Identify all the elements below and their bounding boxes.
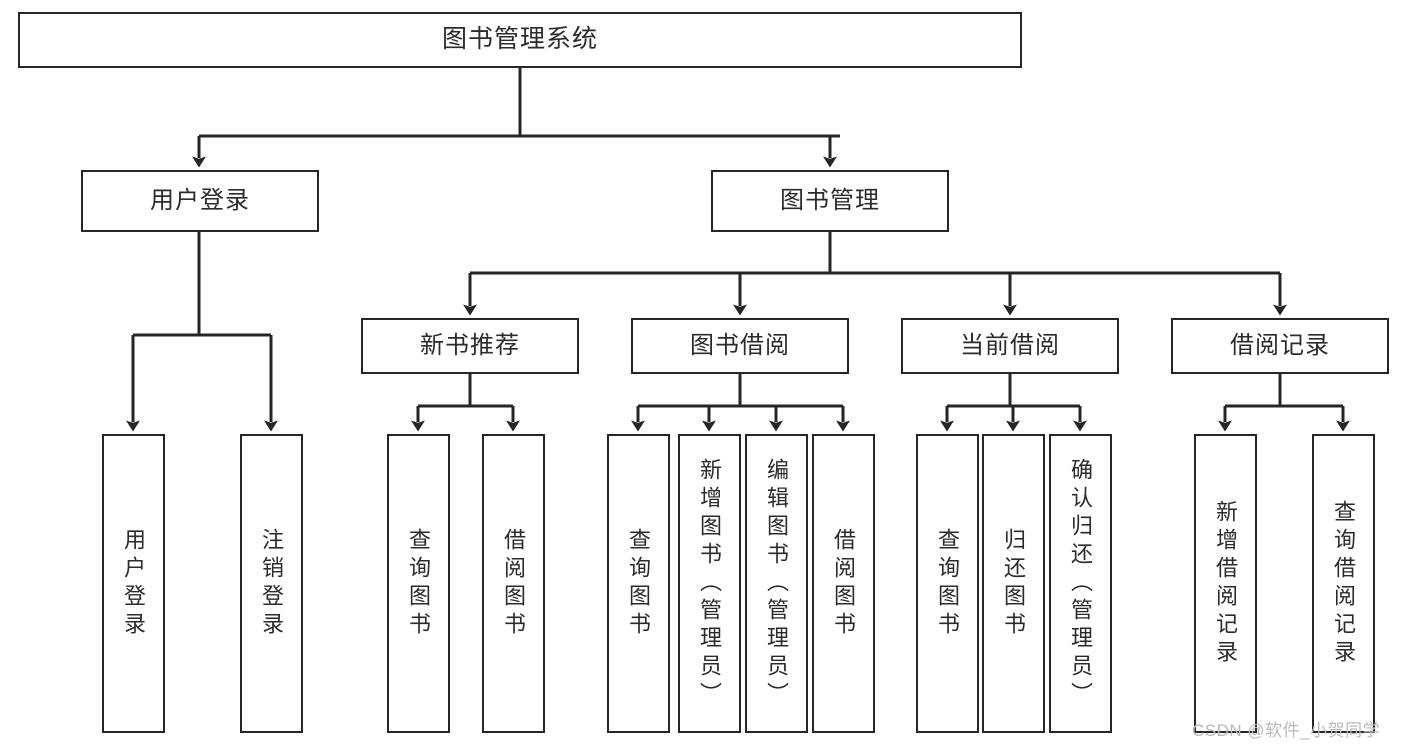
node-book-management[interactable]: 图书管理 [711,170,949,232]
leaf-query-book-current-label: 查询图书 [935,527,961,640]
node-user-login-label: 用户登录 [150,186,250,214]
leaf-query-borrow-record-label: 查询借阅记录 [1331,499,1357,668]
leaf-edit-book-admin-label: 编辑图书（管理员） [764,457,790,710]
leaf-add-book-admin-label: 新增图书（管理员） [697,457,723,710]
leaf-return-book[interactable]: 归还图书 [982,434,1045,733]
node-book-borrow-label: 图书借阅 [690,331,790,359]
node-current-borrow-label: 当前借阅 [960,331,1060,359]
leaf-user-login[interactable]: 用户登录 [102,434,165,733]
node-borrow-record-label: 借阅记录 [1230,331,1330,359]
csdn-watermark: CSDN @软件_小贺同学 [1192,721,1381,740]
leaf-confirm-return-admin[interactable]: 确认归还（管理员） [1049,434,1112,733]
leaf-add-borrow-record-label: 新增借阅记录 [1213,499,1239,668]
leaf-add-borrow-record[interactable]: 新增借阅记录 [1194,434,1257,733]
leaf-logout-label: 注销登录 [259,527,285,640]
node-current-borrow[interactable]: 当前借阅 [901,318,1119,374]
leaf-query-borrow-record[interactable]: 查询借阅记录 [1312,434,1375,733]
leaf-add-book-admin[interactable]: 新增图书（管理员） [678,434,741,733]
leaf-return-book-label: 归还图书 [1001,527,1027,640]
leaf-query-book-current[interactable]: 查询图书 [916,434,979,733]
leaf-query-book-borrow-label: 查询图书 [626,527,652,640]
leaf-borrow-book-recommend-label: 借阅图书 [501,527,527,640]
leaf-query-book-borrow[interactable]: 查询图书 [607,434,670,733]
leaf-confirm-return-admin-label: 确认归还（管理员） [1068,457,1094,710]
leaf-query-book-recommend[interactable]: 查询图书 [387,434,450,733]
leaf-query-book-recommend-label: 查询图书 [406,527,432,640]
leaf-logout[interactable]: 注销登录 [240,434,303,733]
node-borrow-record[interactable]: 借阅记录 [1171,318,1389,374]
leaf-borrow-book[interactable]: 借阅图书 [812,434,875,733]
node-root-label: 图书管理系统 [441,25,598,54]
node-new-book-recommend[interactable]: 新书推荐 [361,318,579,374]
node-book-management-label: 图书管理 [780,186,880,214]
leaf-edit-book-admin[interactable]: 编辑图书（管理员） [745,434,808,733]
leaf-borrow-book-recommend[interactable]: 借阅图书 [482,434,545,733]
node-user-login[interactable]: 用户登录 [81,170,319,232]
leaf-user-login-label: 用户登录 [121,527,147,640]
node-book-borrow[interactable]: 图书借阅 [631,318,849,374]
node-root[interactable]: 图书管理系统 [18,12,1022,68]
leaf-borrow-book-label: 借阅图书 [831,527,857,640]
node-new-book-recommend-label: 新书推荐 [420,331,520,359]
